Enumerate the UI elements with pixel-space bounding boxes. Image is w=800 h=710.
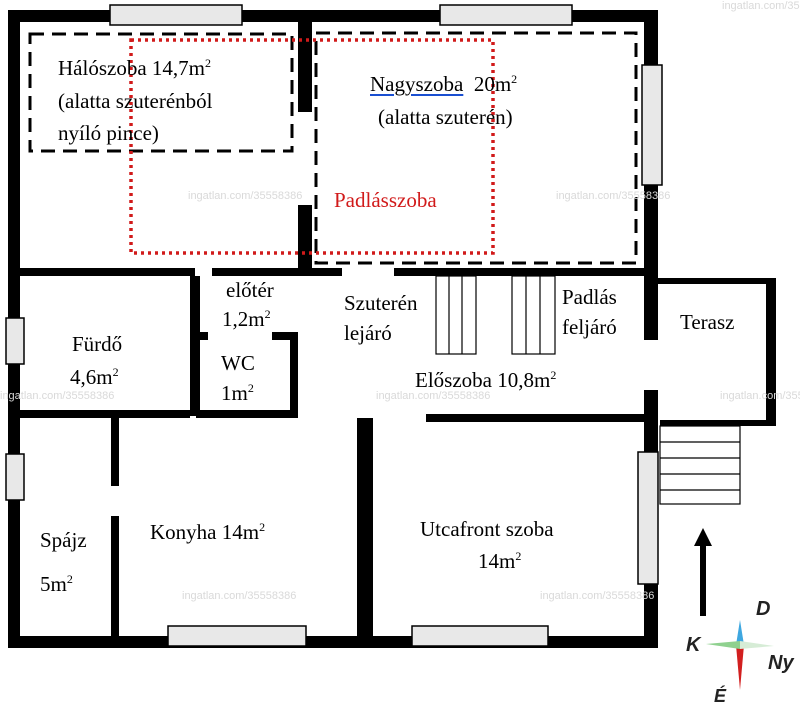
entrance-arrow xyxy=(694,528,712,616)
attic-room-outline xyxy=(129,38,495,255)
compass-rose xyxy=(706,620,774,690)
room-label-konyha: Konyha 14m2 xyxy=(150,520,266,544)
basement-outlines xyxy=(28,31,638,265)
watermark: ingatlan.com/35558386 xyxy=(720,390,800,402)
terrace-stairs xyxy=(659,425,741,505)
watermark: ingatlan.com/35558386 xyxy=(540,590,655,602)
room-label-spajz: Spájz 5m2 xyxy=(40,528,87,597)
attic-stairs xyxy=(511,275,556,355)
compass-label-north: É xyxy=(714,686,727,706)
watermark: ingatlan.com/35558386 xyxy=(188,190,303,202)
room-label-utcafront: Utcafront szoba 14m2 xyxy=(420,517,554,573)
compass-label-west: Ny xyxy=(768,652,794,674)
watermark: ingatlan.com/35558386 xyxy=(556,190,671,202)
compass-label-south: D xyxy=(756,598,771,620)
room-label-padlasszoba: Padlásszoba xyxy=(334,188,437,212)
room-label-eloszoba: Előszoba 10,8m2 xyxy=(415,368,557,392)
watermark: ingatlan.com/35558386 xyxy=(0,390,115,402)
room-label-wc: WC 1m2 xyxy=(221,351,255,406)
room-label-eloter: előtér 1,2m2 xyxy=(222,278,274,332)
room-label-padlas-feljaro: Padlás feljáró xyxy=(562,285,617,340)
room-label-nagyszoba: Nagyszoba 20m2 (alatta szuterén) xyxy=(370,72,518,129)
basement-stairs xyxy=(435,275,477,355)
room-label-furdo: Fürdő 4,6m2 xyxy=(70,332,123,389)
compass-label-east: K xyxy=(686,634,701,656)
room-label-szuteren-lejaro: Szuterén lejáró xyxy=(344,291,418,346)
windows xyxy=(5,4,663,647)
watermark: ingatlan.com/35558386 xyxy=(376,390,491,402)
room-label-halo: Hálószoba 14,7m2 (alatta szuterénból nyí… xyxy=(58,56,213,146)
watermark: ingatlan.com/35558386 xyxy=(182,590,297,602)
interior-walls xyxy=(20,22,658,636)
watermark: ingatlan.com/35558386 xyxy=(722,0,800,12)
room-label-terasz: Terasz xyxy=(680,310,735,334)
